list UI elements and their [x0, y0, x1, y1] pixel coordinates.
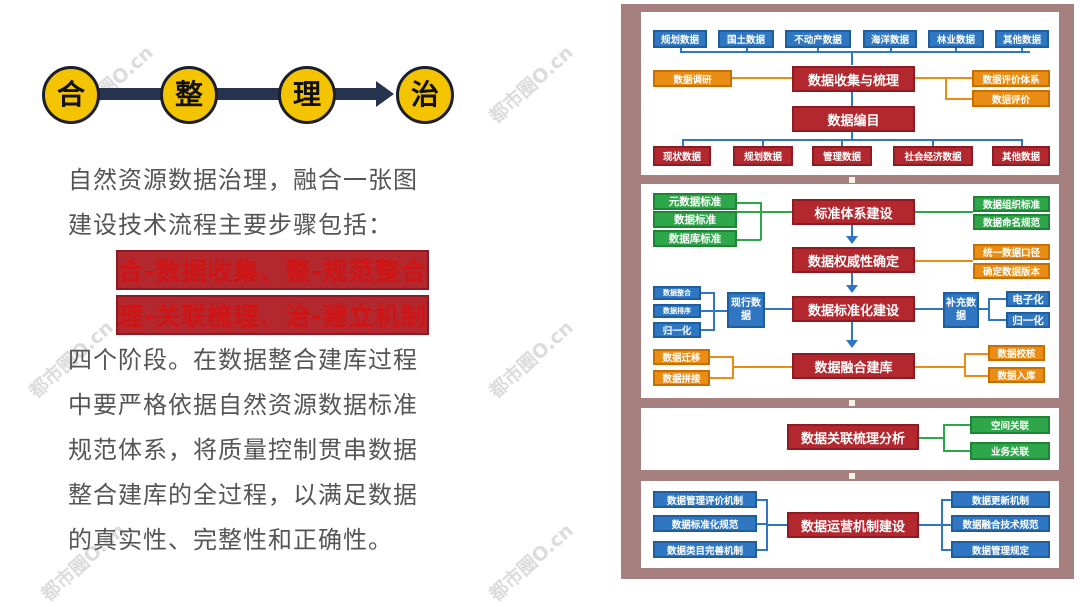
highlight-line: 理-关联梳理、治-建立机制: [116, 295, 429, 335]
current-data-tag: 现行数据: [727, 292, 765, 328]
fusion-tech-norm: 数据融合技术规范: [951, 515, 1050, 532]
naming-standard: 数据命名规范: [973, 214, 1050, 230]
highlight-line: 合-数据收集、整-规范整合: [116, 250, 429, 290]
text-line: 建设技术流程主要步骤包括：: [68, 211, 393, 239]
eval-system: 数据评价体系: [972, 70, 1050, 87]
step-li: 理: [278, 66, 336, 124]
data-fusion: 数据融合建库: [792, 353, 915, 379]
data-standard: 数据标准: [653, 211, 737, 228]
data-verify: 数据校核: [988, 345, 1045, 361]
standardization-norm: 数据标准化规范: [653, 515, 757, 532]
output-other: 其他数据: [992, 146, 1050, 166]
data-catalog: 数据编目: [792, 106, 915, 132]
confirm-version: 确定数据版本: [973, 263, 1050, 279]
data-eval: 数据评价: [972, 90, 1050, 107]
source-other: 其他数据: [995, 30, 1049, 48]
mgmt-regulation: 数据管理规定: [951, 541, 1050, 558]
source-land: 国土数据: [718, 30, 774, 48]
operation-mechanism: 数据运营机制建设: [787, 512, 919, 538]
database-standard: 数据库标准: [653, 230, 737, 247]
output-socioeconomic: 社会经济数据: [893, 146, 973, 166]
source-ocean: 海洋数据: [863, 30, 917, 48]
step-he: 合: [42, 66, 100, 124]
source-forestry: 林业数据: [928, 30, 984, 48]
step-arrowhead: [376, 81, 394, 107]
text-line: 中要严格依据自然资源数据标准: [68, 391, 418, 419]
sort-small: 数据排序: [653, 304, 701, 318]
text-line: 的真实性、完整性和正确性。: [68, 526, 393, 554]
data-store: 数据入库: [988, 367, 1045, 383]
metadata-standard: 元数据标准: [653, 193, 737, 210]
business-link: 业务关联: [970, 442, 1050, 460]
step-zhi: 治: [396, 66, 454, 124]
standard-system: 标准体系建设: [792, 199, 915, 225]
mgmt-eval-mechanism: 数据管理评价机制: [653, 491, 757, 508]
watermark: 都市圈O.cn: [485, 519, 578, 606]
digitize: 电子化: [1006, 291, 1050, 307]
output-planning: 规划数据: [733, 146, 793, 166]
watermark: 都市圈O.cn: [485, 316, 578, 403]
data-survey: 数据调研: [653, 70, 732, 87]
data-collect-main: 数据收集与梳理: [792, 66, 915, 92]
unify-caliber: 统一数据口径: [973, 244, 1050, 260]
output-management: 管理数据: [812, 146, 872, 166]
normalize-left: 归一化: [653, 322, 701, 338]
correlation-analysis: 数据关联梳理分析: [787, 424, 919, 450]
text-line: 规范体系，将质量控制贯串数据: [68, 436, 418, 464]
data-splice: 数据拼接: [653, 370, 710, 386]
source-planning: 规划数据: [653, 30, 707, 48]
normalize-right: 归一化: [1006, 312, 1050, 328]
standardization-build: 数据标准化建设: [792, 296, 915, 322]
org-standard: 数据组织标准: [973, 196, 1050, 212]
output-current: 现状数据: [653, 146, 711, 166]
data-migrate: 数据迁移: [653, 349, 710, 365]
supplement-data-tag: 补充数据: [943, 292, 979, 328]
integrate-small: 数据整合: [653, 286, 701, 300]
authority-confirm: 数据权威性确定: [792, 247, 915, 273]
step-zheng: 整: [160, 66, 218, 124]
text-line: 自然资源数据治理，融合一张图: [68, 166, 418, 194]
watermark: 都市圈O.cn: [485, 41, 578, 128]
update-mechanism: 数据更新机制: [951, 491, 1050, 508]
spatial-link: 空间关联: [970, 416, 1050, 434]
category-mechanism: 数据类目完善机制: [653, 541, 757, 558]
text-line: 整合建库的全过程，以满足数据: [68, 481, 418, 509]
text-line: 四个阶段。在数据整合建库过程: [68, 346, 418, 374]
source-property: 不动产数据: [785, 30, 851, 48]
